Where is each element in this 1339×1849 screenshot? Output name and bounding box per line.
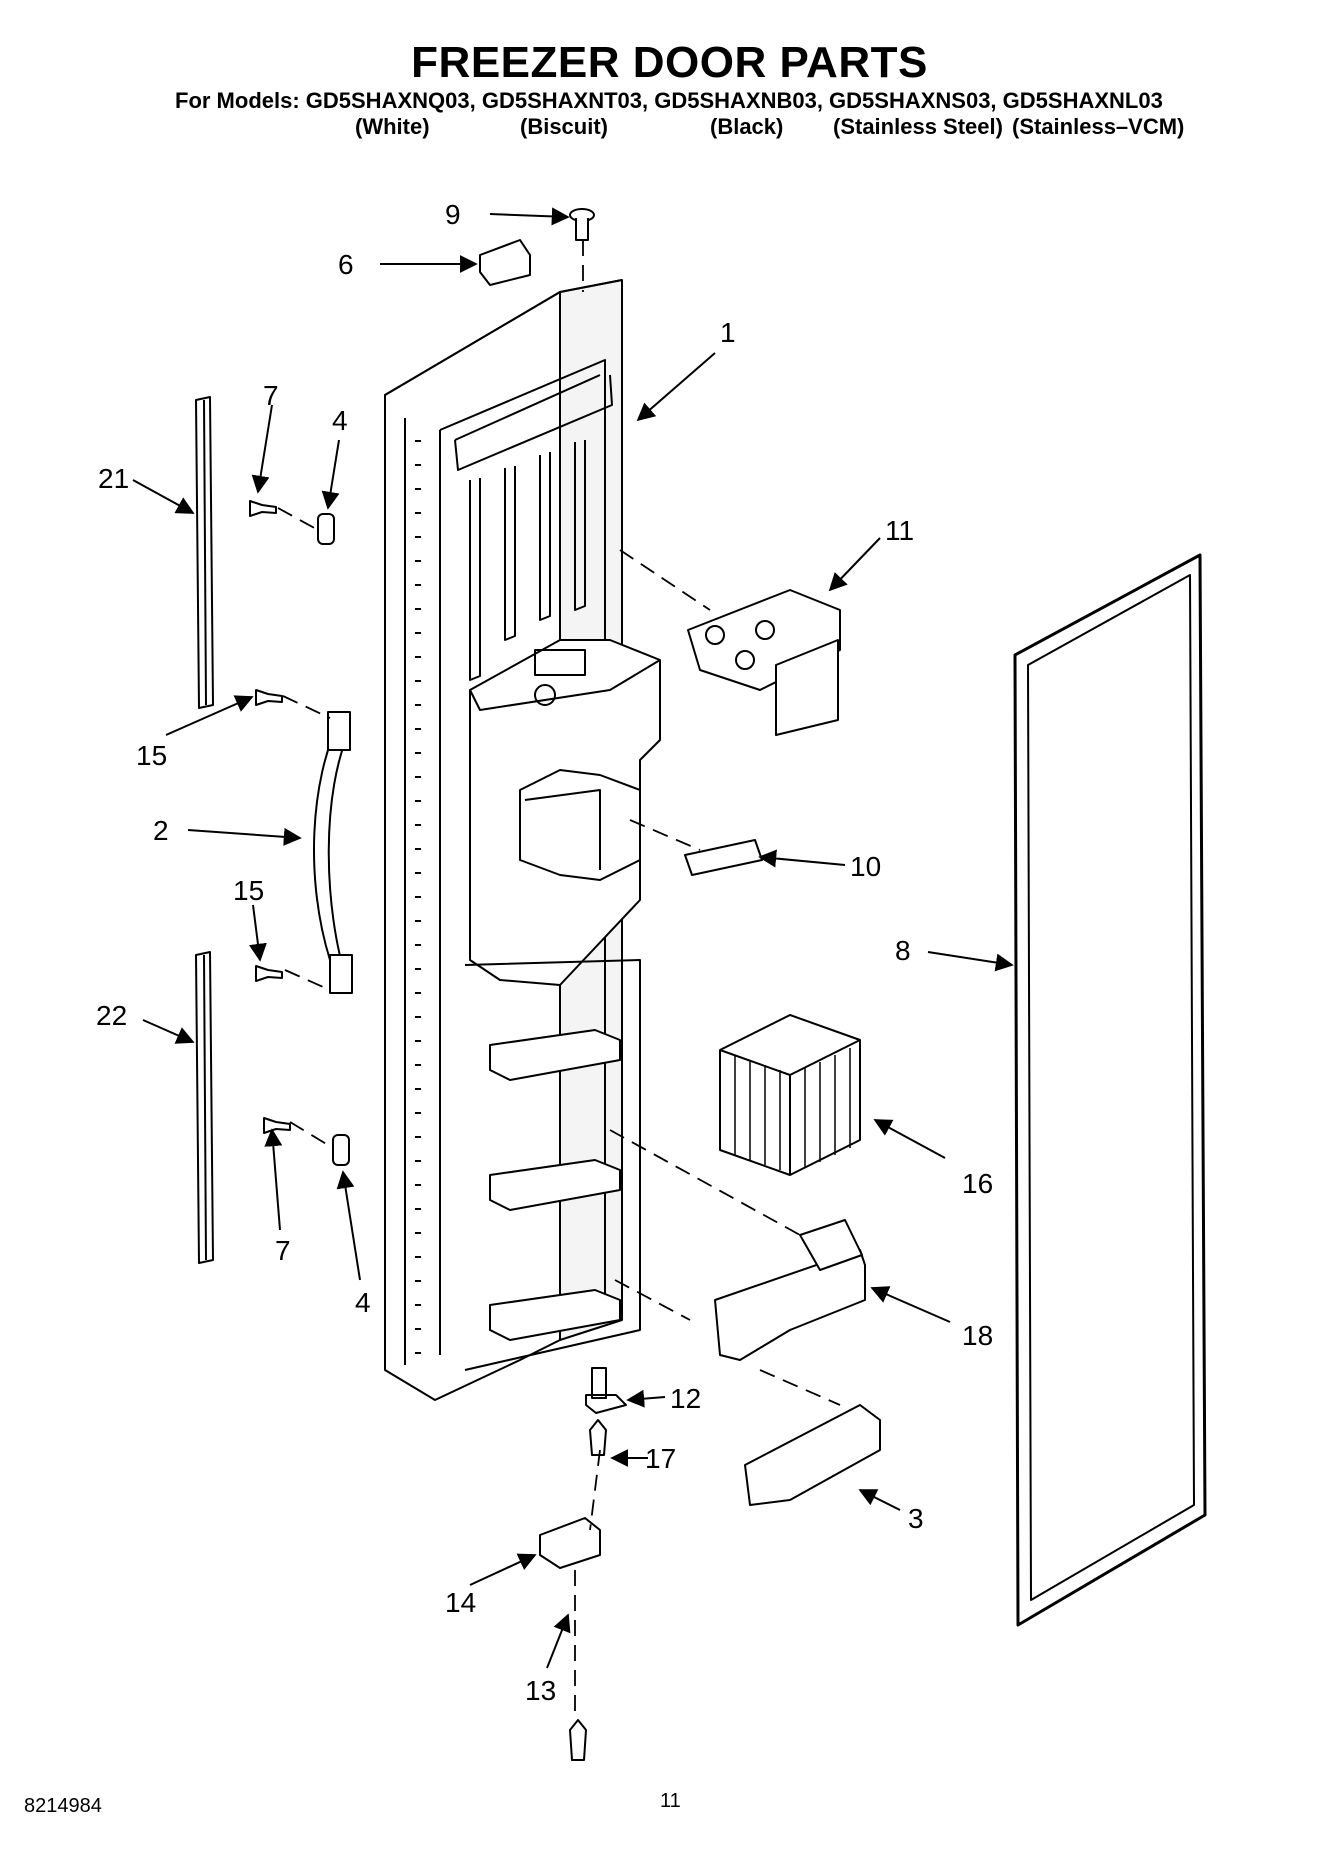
- callout-11: 11: [885, 515, 914, 546]
- hinge-14: [539, 1517, 601, 1569]
- callout-8: 8: [895, 935, 911, 966]
- page-title: FREEZER DOOR PARTS: [411, 38, 928, 87]
- callout-15-upper: 15: [136, 740, 167, 771]
- callout-18: 18: [962, 1320, 993, 1351]
- door-panel: [384, 279, 661, 1401]
- part-10-strip: [684, 839, 763, 876]
- models-line: For Models: GD5SHAXNQ03, GD5SHAXNT03, GD…: [175, 88, 1163, 113]
- callout-4-lower: 4: [355, 1287, 371, 1318]
- door-bin-18: [714, 1219, 866, 1361]
- leader-arrows: [132, 207, 1014, 1669]
- callout-22: 22: [96, 1000, 127, 1031]
- callout-15-lower: 15: [233, 875, 264, 906]
- part-6-block: [479, 239, 531, 286]
- color-stainless-vcm: (Stainless–VCM): [1012, 114, 1185, 139]
- callout-17: 17: [645, 1443, 676, 1474]
- callout-4-upper: 4: [332, 405, 348, 436]
- callout-2: 2: [153, 815, 169, 846]
- callout-3: 3: [908, 1503, 924, 1534]
- color-biscuit: (Biscuit): [520, 114, 608, 139]
- page-number: 11: [660, 1790, 681, 1812]
- callout-16: 16: [962, 1168, 993, 1199]
- callout-10: 10: [850, 851, 881, 882]
- color-stainless-steel: (Stainless Steel): [833, 114, 1003, 139]
- wire-basket: [719, 1014, 861, 1176]
- callout-21: 21: [98, 463, 129, 494]
- door-gasket: [1013, 553, 1207, 1627]
- color-white: (White): [355, 114, 430, 139]
- bracket-lower: [332, 1134, 350, 1166]
- door-handle: [312, 719, 351, 991]
- dispenser-cover: [687, 589, 841, 736]
- callout-12: 12: [670, 1383, 701, 1414]
- callout-9: 9: [445, 199, 461, 230]
- bracket-upper: [317, 513, 335, 545]
- callout-7-upper: 7: [263, 380, 279, 411]
- screws: [249, 208, 607, 1761]
- callout-6: 6: [338, 249, 354, 280]
- color-black: (Black): [710, 114, 784, 139]
- callout-13: 13: [525, 1675, 556, 1706]
- callout-7-lower: 7: [275, 1235, 291, 1266]
- callout-14: 14: [445, 1587, 476, 1618]
- hinge-pin-12: [585, 1367, 627, 1414]
- alignment-lines: [277, 240, 841, 1720]
- callout-numbers: 9 6 1 7 4 21 11 15 2 15 10 8 22 16 7 4 1…: [96, 199, 993, 1706]
- document-number: 8214984: [24, 1795, 102, 1817]
- callout-1: 1: [720, 317, 736, 348]
- door-bin-3: [744, 1404, 881, 1506]
